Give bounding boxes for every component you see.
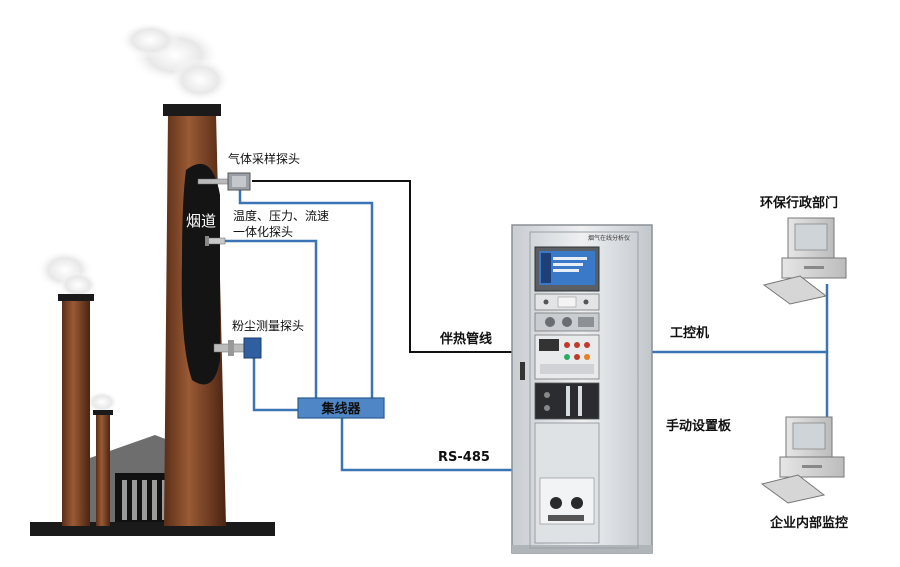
gas-probe-to-hub-line [238, 190, 374, 398]
dust-measurement-probe [213, 337, 262, 359]
main-chimney: 烟道 [163, 104, 226, 526]
gas-probe-label: 气体采样探头 [228, 151, 300, 166]
ipc-label: 工控机 [670, 325, 709, 341]
hub-label: 集线器 [320, 401, 361, 417]
gas-analyzer-unit [534, 293, 600, 311]
computer-internal [760, 416, 845, 504]
flow-meter-panel [534, 382, 600, 420]
hub-box: 集线器 [297, 397, 385, 419]
connection-lines [224, 180, 829, 472]
pump-unit [534, 312, 600, 332]
cabinet-title: 烟气在线分析仪 [588, 234, 630, 242]
small-chimney-left [58, 294, 94, 526]
tpf-probe-label-line2: 一体化探头 [233, 225, 293, 239]
cabinet-handle [520, 362, 525, 380]
dust-probe-label: 粉尘测量探头 [232, 319, 304, 333]
control-panel [534, 334, 600, 380]
heat-trace-label: 伴热管线 [439, 331, 492, 347]
tpf-probe-to-hub-line [224, 239, 318, 398]
rs485-line [340, 418, 512, 472]
computer-epa [762, 217, 847, 305]
gas-sampling-probe [197, 172, 251, 191]
tpf-probe-label-line1: 温度、压力、流速 [233, 208, 329, 223]
smoke-plumes [37, 22, 230, 413]
analyzer-cabinet: 烟气在线分析仪 [511, 224, 653, 554]
internal-monitor-label: 企业内部监控 [769, 515, 848, 531]
dust-probe-to-hub-line [252, 355, 300, 412]
rs485-label: RS-485 [438, 450, 490, 465]
small-chimney-right [93, 410, 113, 526]
flue-label: 烟道 [186, 212, 216, 230]
heat-trace-line [252, 180, 512, 353]
lower-compartment [534, 422, 600, 544]
cabinet-monitor [534, 246, 600, 292]
epa-dept-label: 环保行政部门 [760, 195, 838, 211]
manual-board-label: 手动设置板 [666, 418, 732, 434]
tpf-integrated-probe [205, 236, 226, 246]
